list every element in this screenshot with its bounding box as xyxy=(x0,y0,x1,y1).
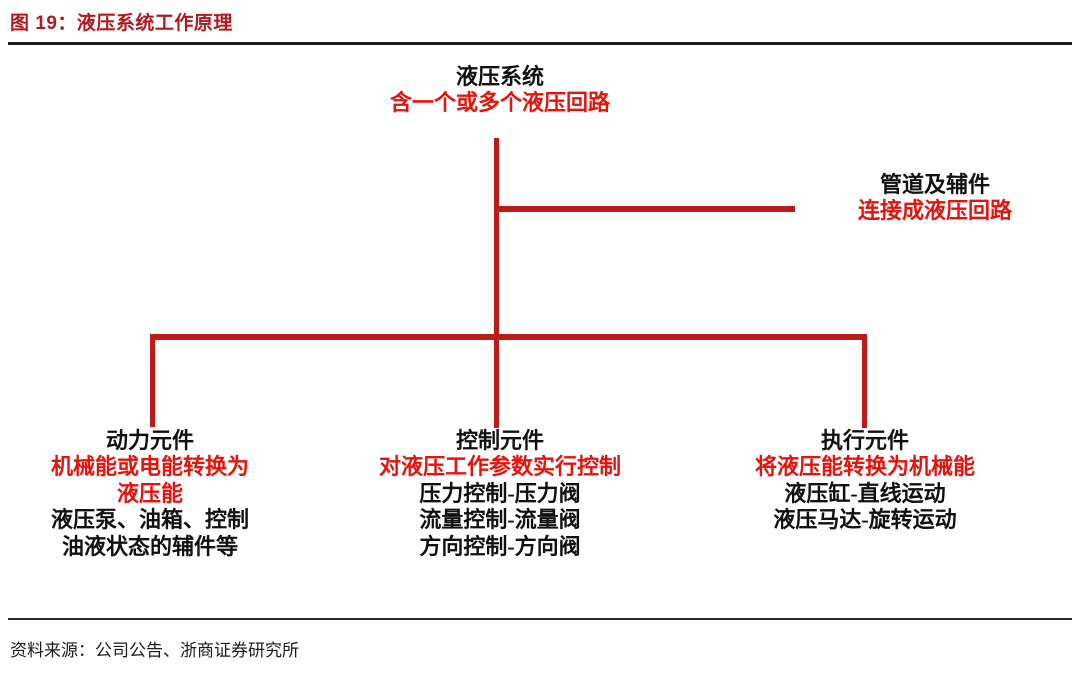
node-heading: 控制元件 xyxy=(455,428,544,453)
footer-divider xyxy=(8,618,1072,620)
title-divider xyxy=(8,42,1072,45)
node-highlight-line2: 液压能 xyxy=(116,480,183,506)
node-hydraulic-system: 液压系统 含一个或多个液压回路 xyxy=(340,64,660,117)
node-detail: 流量控制-流量阀 xyxy=(419,507,581,533)
node-heading: 动力元件 xyxy=(105,428,194,453)
node-highlight: 将液压能转换为机械能 xyxy=(754,454,975,480)
node-highlight: 连接成液压回路 xyxy=(857,198,1012,224)
node-heading: 管道及辅件 xyxy=(879,172,990,197)
node-detail: 油液状态的辅件等 xyxy=(61,533,238,559)
edge-to-control xyxy=(494,334,499,428)
node-control-element: 控制元件 对液压工作参数实行控制 压力控制-压力阀 流量控制-流量阀 方向控制-… xyxy=(330,428,670,560)
edge-to-power xyxy=(150,334,155,427)
edge-to-exec xyxy=(862,334,867,428)
edge-split-bar xyxy=(150,334,867,340)
node-heading: 液压系统 xyxy=(455,64,544,89)
node-detail: 方向控制-方向阀 xyxy=(419,533,581,559)
node-highlight: 对液压工作参数实行控制 xyxy=(378,454,621,480)
node-detail: 液压缸-直线运动 xyxy=(784,480,946,506)
node-highlight: 机械能或电能转换为 xyxy=(50,454,249,480)
edge-root-trunk xyxy=(494,138,499,338)
node-highlight: 含一个或多个液压回路 xyxy=(389,90,610,116)
node-detail: 液压泵、油箱、控制 xyxy=(50,507,249,533)
node-heading: 执行元件 xyxy=(820,428,909,453)
node-detail: 压力控制-压力阀 xyxy=(419,480,581,506)
node-pipes-and-accessories: 管道及辅件 连接成液压回路 xyxy=(790,172,1080,225)
figure-source: 资料来源：公司公告、浙商证券研究所 xyxy=(10,641,299,660)
page-title: 图 19：液压系统工作原理 xyxy=(10,13,233,34)
node-actuator-element: 执行元件 将液压能转换为机械能 液压缸-直线运动 液压马达-旋转运动 xyxy=(700,428,1030,534)
node-detail: 液压马达-旋转运动 xyxy=(773,507,957,533)
node-power-element: 动力元件 机械能或电能转换为 液压能 液压泵、油箱、控制 油液状态的辅件等 xyxy=(0,428,300,560)
edge-root-to-pipe xyxy=(494,206,795,212)
